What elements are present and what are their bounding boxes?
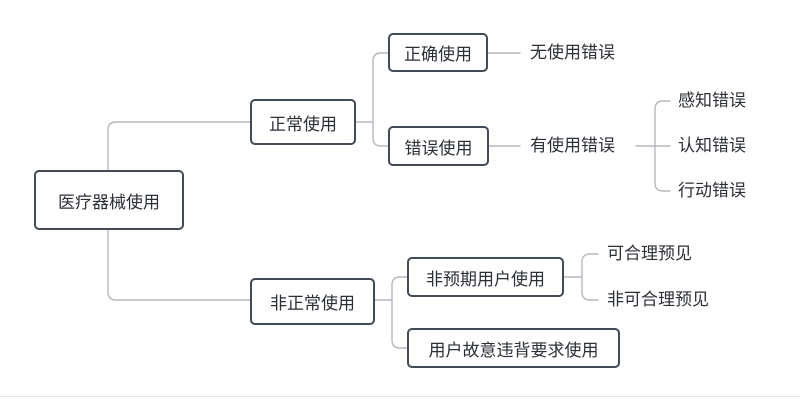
node-wrong-use[interactable]: 错误使用 [388,126,489,166]
leaf-cognition-error[interactable]: 认知错误 [678,136,746,156]
node-unintended-user-use[interactable]: 非预期用户使用 [407,257,564,297]
leaf-unforeseeable[interactable]: 非可合理预见 [607,290,709,310]
link-abnormal-unintended [374,276,408,301]
link-haserror-children [635,100,671,192]
link-abnormal-violation [391,299,408,349]
link-root-normal [107,121,251,171]
link-normal-correct [355,52,389,123]
node-normal-use[interactable]: 正常使用 [250,99,356,145]
node-correct-use[interactable]: 正确使用 [388,33,488,72]
bottom-divider [0,396,800,397]
node-abnormal-use[interactable]: 非正常使用 [250,278,375,325]
node-root[interactable]: 医疗器械使用 [34,170,184,230]
leaf-perception-error[interactable]: 感知错误 [678,91,746,111]
leaf-action-error[interactable]: 行动错误 [678,181,746,201]
link-root-abnormal [107,229,251,301]
link-unintended-children [563,253,599,301]
link-normal-wrong [372,121,389,147]
node-deliberate-violation[interactable]: 用户故意违背要求使用 [407,328,620,368]
leaf-has-use-error[interactable]: 有使用错误 [530,136,615,156]
leaf-no-use-error[interactable]: 无使用错误 [530,43,615,63]
leaf-foreseeable[interactable]: 可合理预见 [607,244,692,264]
